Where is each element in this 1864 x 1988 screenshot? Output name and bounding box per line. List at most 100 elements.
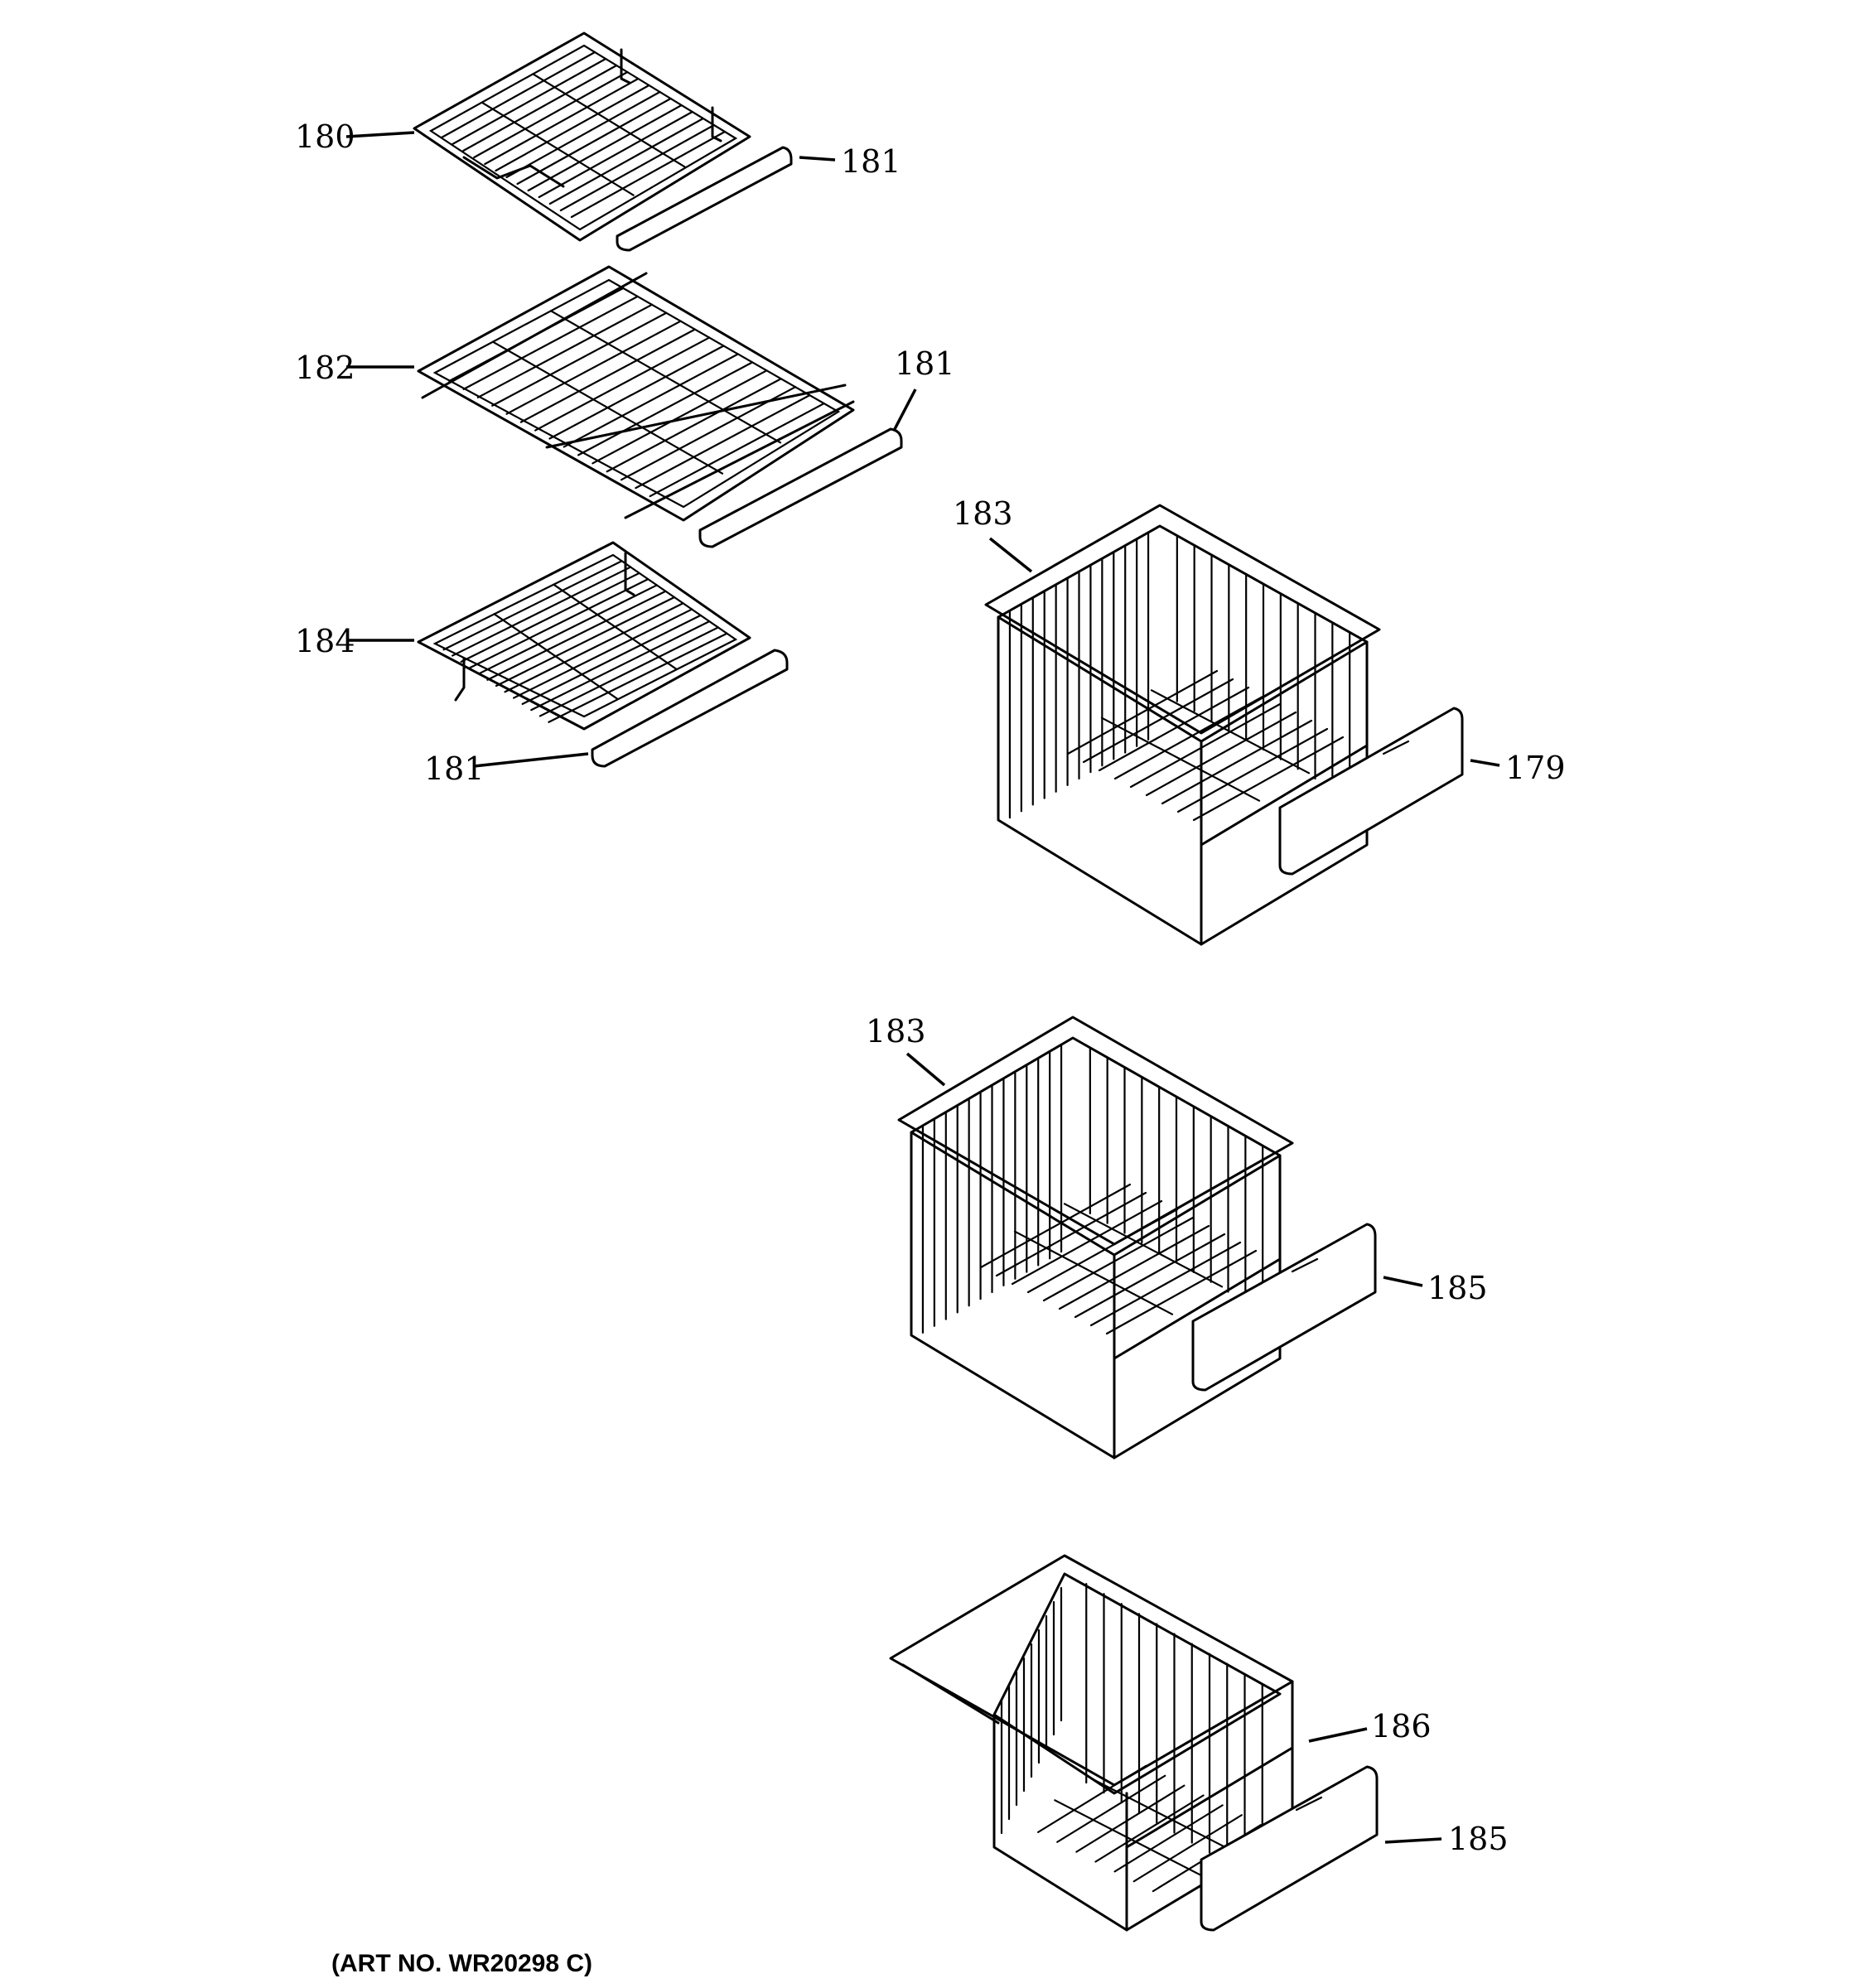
wire-rod xyxy=(1150,689,1311,774)
wire-rod xyxy=(486,590,667,681)
wire-rod xyxy=(635,394,811,490)
wire-rod xyxy=(516,97,672,186)
wire-rod xyxy=(476,303,654,398)
basket-front-179 xyxy=(1278,707,1464,876)
wire-rod xyxy=(493,613,618,700)
basket-front-185-upper xyxy=(1191,1223,1377,1392)
wire-rod xyxy=(521,614,702,705)
shelf-180 xyxy=(413,31,751,242)
wire-rod xyxy=(495,84,650,172)
wire-rod xyxy=(549,310,782,444)
wire-rod xyxy=(559,123,715,212)
wire-rod xyxy=(548,632,728,723)
callout-183-lower: 183 xyxy=(866,1013,926,1049)
wire-rod xyxy=(1089,1777,1245,1858)
wire-rod xyxy=(532,73,686,168)
basket-183-upper xyxy=(984,504,1381,946)
wire-rod xyxy=(1176,727,1329,813)
wire-rod xyxy=(548,345,725,440)
wire-rod xyxy=(1089,1241,1242,1327)
wire-rod xyxy=(1113,694,1266,780)
wire-rod xyxy=(1132,1814,1243,1883)
wire-rod xyxy=(1026,1208,1179,1294)
wire-rod xyxy=(527,104,683,192)
wire-rod xyxy=(1074,1233,1226,1319)
wire-rod xyxy=(460,572,640,663)
wire-rod xyxy=(606,378,782,473)
wire-rod xyxy=(462,295,639,390)
wire-rod xyxy=(1011,1199,1163,1286)
wire-rod xyxy=(538,110,693,199)
wire-rod xyxy=(995,1191,1147,1277)
wire-rod xyxy=(1100,717,1261,802)
wire-rod xyxy=(577,361,754,456)
leader-lines xyxy=(345,131,1500,1844)
wire-rod xyxy=(504,602,684,693)
basket-186 xyxy=(889,1554,1294,1932)
wire-rod xyxy=(495,596,676,688)
wire-rod xyxy=(534,336,711,432)
shelf-trim-181-bottom xyxy=(591,649,789,768)
wire-rod xyxy=(592,369,768,465)
callout-181-top: 181 xyxy=(841,143,901,180)
wire-rod xyxy=(979,1183,1132,1269)
wire-rod xyxy=(1066,669,1219,755)
callout-184: 184 xyxy=(295,623,355,659)
wire-rod xyxy=(1042,1216,1195,1302)
wire-rod xyxy=(442,560,623,651)
wire-rod xyxy=(473,70,629,159)
wire-rod xyxy=(530,620,711,712)
callout-185-lower: 185 xyxy=(1448,1821,1509,1857)
shelf-182 xyxy=(417,265,855,522)
wire-rod xyxy=(505,320,682,415)
callout-181-middle: 181 xyxy=(895,345,955,382)
wire-rod xyxy=(505,90,661,179)
wire-rod xyxy=(1054,1799,1210,1880)
wire-rod xyxy=(563,353,739,448)
wire-rod xyxy=(1037,1764,1147,1833)
wire-rod xyxy=(491,311,668,407)
wire-rod xyxy=(1094,1794,1205,1863)
wire-rod xyxy=(548,117,704,205)
wire-rod xyxy=(1192,736,1345,822)
wire-rod xyxy=(1058,1224,1210,1310)
wire-rod xyxy=(553,583,678,670)
wire-rod xyxy=(1161,719,1313,805)
wire-rod xyxy=(649,402,825,498)
callout-180: 180 xyxy=(295,118,355,155)
art-number: (ART NO. WR20298 C) xyxy=(331,1950,592,1977)
wire-rod xyxy=(484,77,640,166)
wire-rod xyxy=(1082,678,1234,764)
wire-rod xyxy=(513,608,693,699)
wire-rod xyxy=(452,57,607,146)
wire-rod xyxy=(519,328,696,423)
wire-rod xyxy=(1105,1249,1258,1335)
shelf-trim-181-top xyxy=(616,146,793,252)
wire-rod xyxy=(477,584,658,675)
shelf-trim-181-middle xyxy=(698,427,903,548)
wire-rod xyxy=(538,626,719,717)
callout-183-upper: 183 xyxy=(953,495,1013,532)
basket-183-lower xyxy=(897,1016,1294,1460)
callout-181-bottom: 181 xyxy=(424,750,485,787)
wire-rod xyxy=(452,566,632,657)
wire-rod xyxy=(1129,702,1282,789)
wire-rod xyxy=(1075,1784,1186,1853)
wire-rod xyxy=(1013,1230,1174,1315)
wire-rod xyxy=(480,101,635,196)
wire-rod xyxy=(440,51,596,139)
basket-front-185-lower xyxy=(1200,1765,1379,1932)
callout-186: 186 xyxy=(1371,1708,1432,1744)
wire-rod xyxy=(1145,711,1297,797)
wire-rod xyxy=(1113,1804,1224,1873)
wire-rod xyxy=(1063,1203,1224,1288)
wire-rod xyxy=(469,578,650,669)
wire-rod xyxy=(1056,1774,1166,1843)
callout-179: 179 xyxy=(1505,750,1566,786)
wire-rod xyxy=(462,64,618,152)
shelf-184 xyxy=(417,541,751,731)
wire-rod xyxy=(1098,686,1250,772)
wire-rod xyxy=(570,130,727,219)
callout-185-upper: 185 xyxy=(1427,1270,1488,1306)
